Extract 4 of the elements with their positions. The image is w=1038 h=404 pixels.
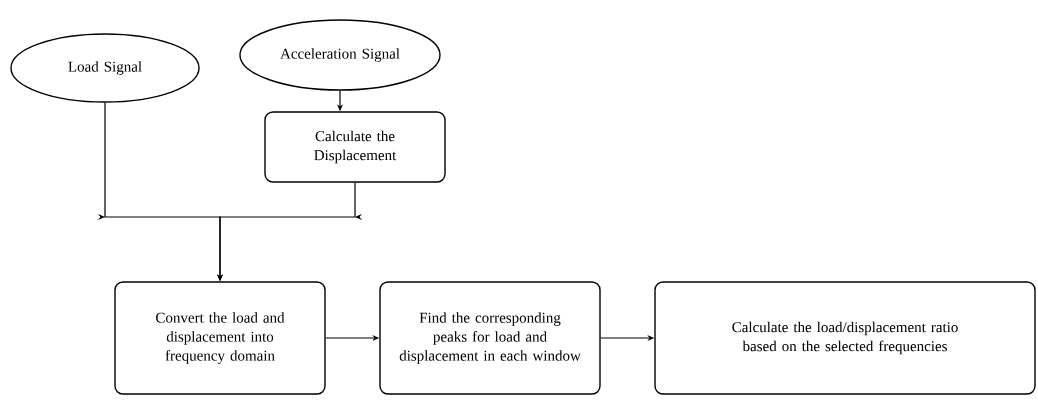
process-box: Convert the load and displacement into frequency domain (114, 281, 326, 395)
process-box: Calculate the load/displacement ratio based on the selected frequencies (654, 281, 1036, 395)
process-box: Find the corresponding peaks for load and displacement in each window (379, 281, 601, 395)
process-box: Calculate the Displacement (264, 111, 446, 183)
